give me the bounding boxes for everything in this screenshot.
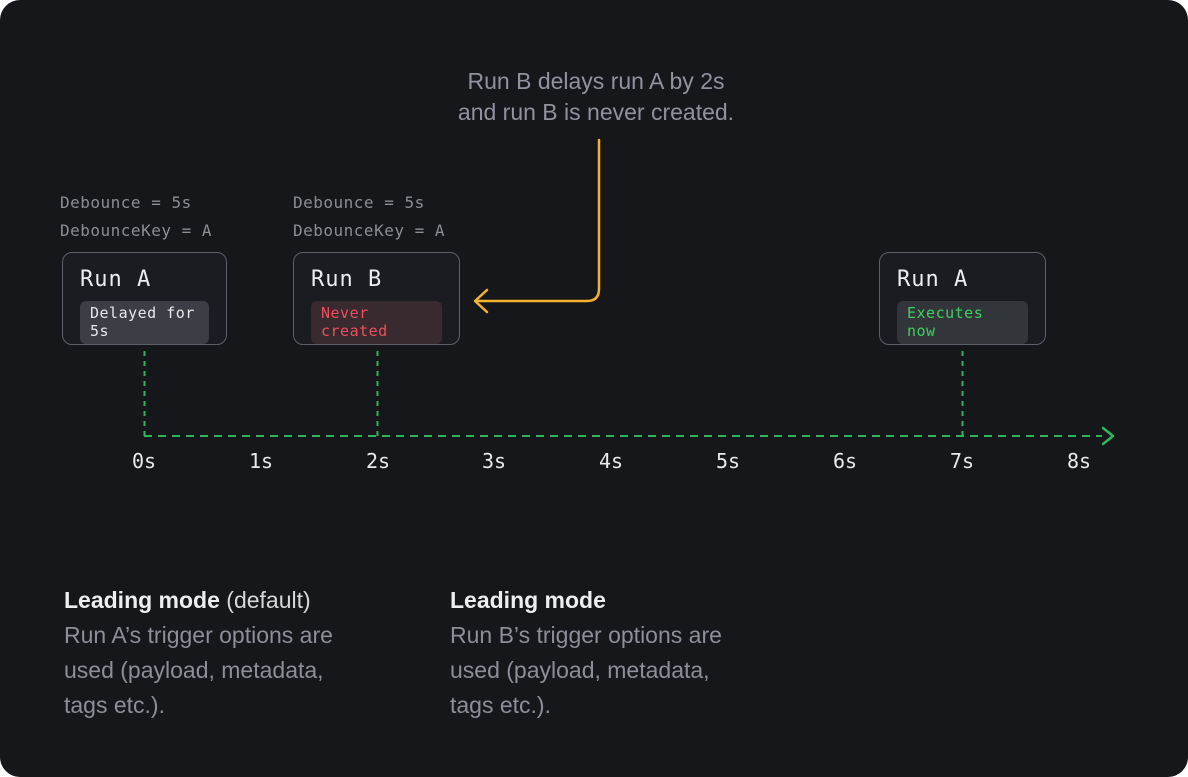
timeline-tick-6s: 6s bbox=[832, 449, 858, 473]
run-a2-box: Run A Executes now bbox=[879, 252, 1046, 345]
run-b-title: Run B bbox=[311, 267, 383, 292]
note-2-body: Run B’s trigger options are used (payloa… bbox=[450, 622, 722, 718]
note-1-heading: Leading mode bbox=[64, 587, 220, 613]
run-b-status-badge: Never created bbox=[311, 301, 442, 344]
note-1-heading-suffix: (default) bbox=[219, 587, 311, 613]
note-2-heading: Leading mode bbox=[450, 587, 606, 613]
run-a2-title: Run A bbox=[897, 267, 969, 292]
annotation-connector-line bbox=[476, 138, 601, 303]
timeline-tick-1s: 1s bbox=[248, 449, 274, 473]
timeline-tick-8s: 8s bbox=[1066, 449, 1092, 473]
timeline-tick-2s: 2s bbox=[365, 449, 391, 473]
run-a1-title: Run A bbox=[80, 267, 152, 292]
timeline-tick-5s: 5s bbox=[715, 449, 741, 473]
run-a1-status-badge: Delayed for 5s bbox=[80, 301, 209, 344]
run-b-params: Debounce = 5s DebounceKey = A bbox=[293, 193, 445, 240]
note-leading-mode: Leading mode Run B’s trigger options are… bbox=[450, 583, 790, 723]
run-a2-status-badge: Executes now bbox=[897, 301, 1028, 344]
note-1-body: Run A’s trigger options are used (payloa… bbox=[64, 622, 333, 718]
annotation-connector-arrowhead-icon bbox=[473, 288, 489, 314]
run-b-box: Run B Never created bbox=[293, 252, 460, 345]
run-a1-box: Run A Delayed for 5s bbox=[62, 252, 227, 345]
timeline-arrowhead-icon bbox=[1101, 426, 1115, 446]
timeline-tick-3s: 3s bbox=[481, 449, 507, 473]
timeline-tick-0s: 0s bbox=[131, 449, 157, 473]
timeline-tick-7s: 7s bbox=[949, 449, 975, 473]
note-1-heading-row: Leading mode (default) bbox=[64, 583, 404, 618]
timeline-tick-4s: 4s bbox=[598, 449, 624, 473]
note-2-heading-row: Leading mode bbox=[450, 583, 790, 618]
note-leading-mode-default: Leading mode (default) Run A’s trigger o… bbox=[64, 583, 404, 723]
run-a1-params: Debounce = 5s DebounceKey = A bbox=[60, 193, 212, 240]
annotation-text: Run B delays run A by 2s and run B is ne… bbox=[457, 68, 735, 125]
